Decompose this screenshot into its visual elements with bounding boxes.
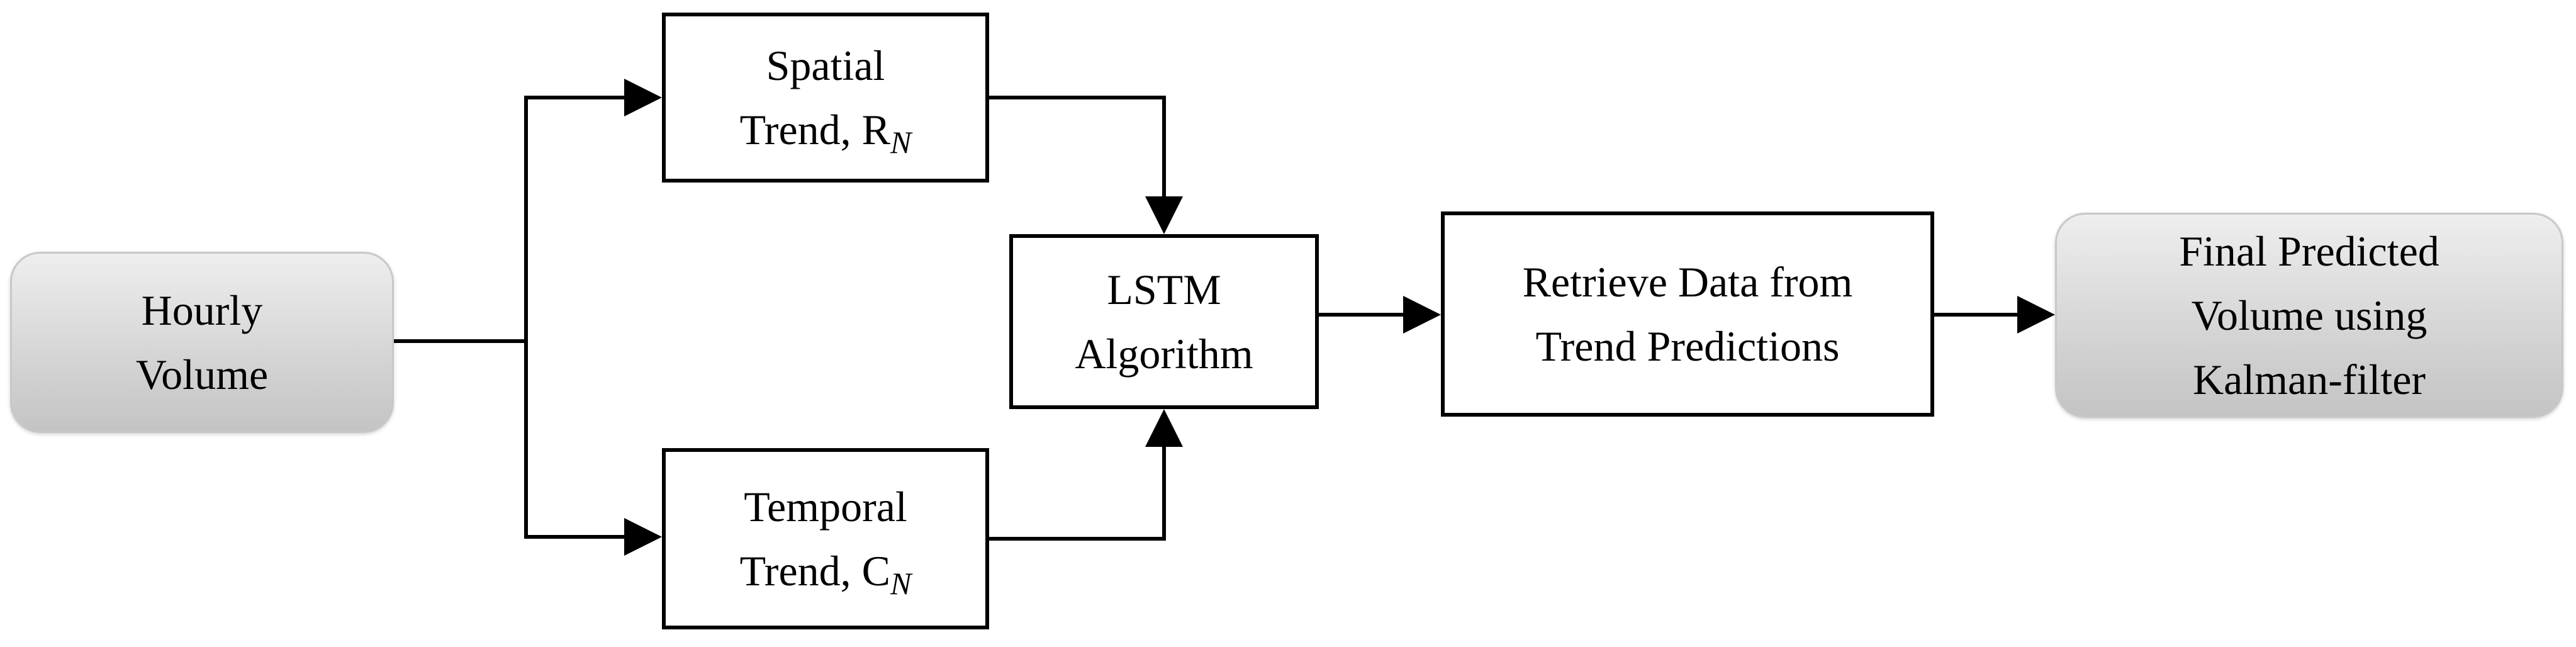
node-retrieve-line1: Retrieve Data from [1522,258,1853,306]
node-hourly-volume-line2: Volume [135,351,269,398]
node-lstm-line2: Algorithm [1075,330,1253,378]
node-final-line2: Volume using [2191,291,2428,339]
node-retrieve-data: Retrieve Data from Trend Predictions [1441,211,1934,417]
node-hourly-volume: Hourly Volume [10,252,394,433]
node-temporal-trend: Temporal Trend, CN [662,448,989,629]
arrow-temporal-to-lstm [989,409,1183,541]
node-retrieve-line2: Trend Predictions [1535,322,1840,370]
node-spatial-trend: Spatial Trend, RN [662,13,989,183]
node-spatial-trend-label: Trend, R [739,106,890,154]
node-final-predicted-volume: Final Predicted Volume using Kalman-filt… [2055,213,2563,418]
arrow-spatial-to-lstm [989,96,1183,234]
node-spatial-trend-subscript: N [890,125,912,160]
node-temporal-trend-subscript: N [890,566,912,601]
node-lstm-line1: LSTM [1107,266,1221,313]
node-temporal-trend-label: Trend, C [739,547,890,595]
node-spatial-trend-line1: Spatial [766,42,885,89]
node-lstm-algorithm: LSTM Algorithm [1009,234,1319,409]
node-spatial-trend-line2: Trend, RN [740,98,912,162]
node-final-line1: Final Predicted [2179,227,2439,275]
node-temporal-trend-line2: Trend, CN [740,539,912,603]
node-hourly-volume-line1: Hourly [141,286,263,334]
node-final-line3: Kalman-filter [2192,356,2426,403]
node-temporal-trend-line1: Temporal [744,483,907,531]
